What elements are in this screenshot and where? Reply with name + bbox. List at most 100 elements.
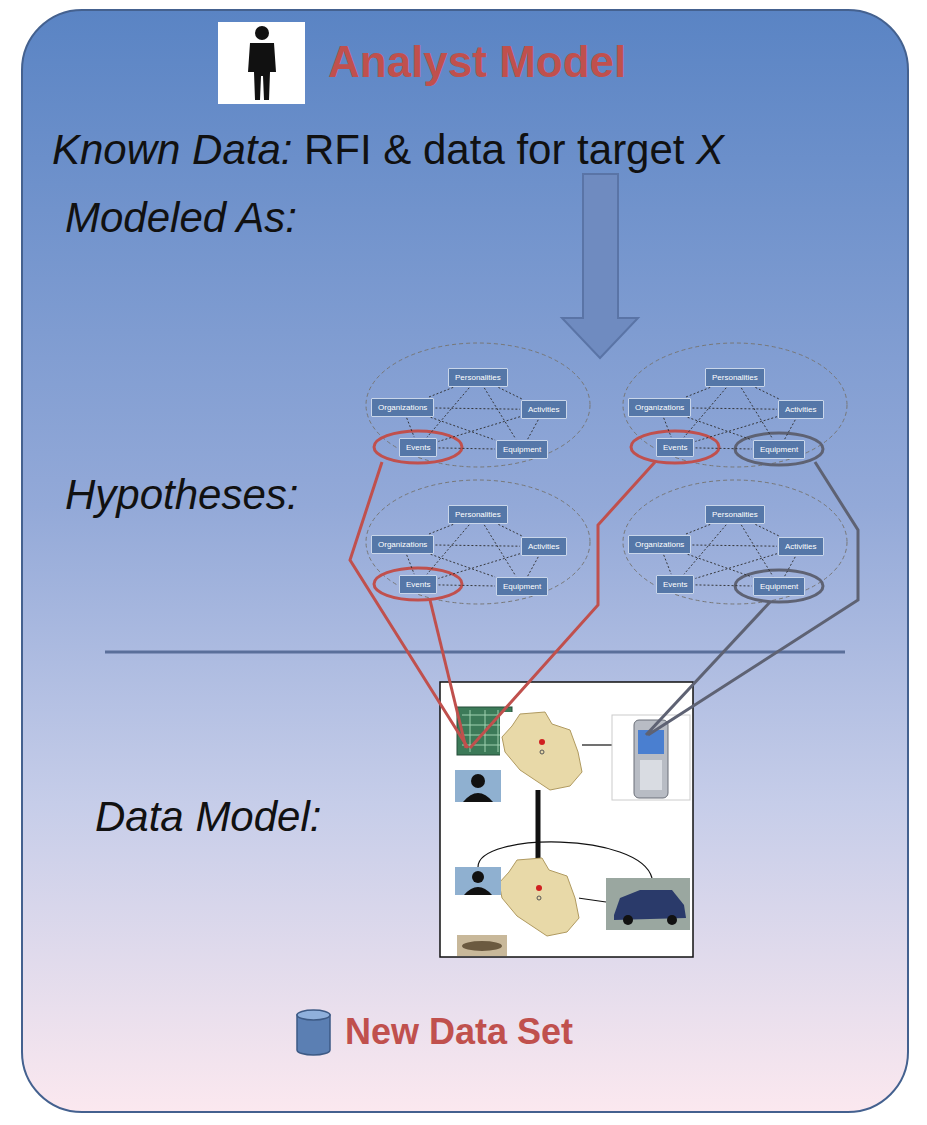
relation-line xyxy=(696,585,753,586)
row-label-wrap: Known Data: xyxy=(52,126,292,174)
data-link-thick xyxy=(536,790,541,858)
relation-line xyxy=(684,524,710,534)
graph-outline xyxy=(366,480,590,604)
silhouette-body xyxy=(463,793,493,802)
entity-box: Equipment xyxy=(496,440,548,459)
entity-label: Organizations xyxy=(635,539,684,550)
entity-box: Personalities xyxy=(705,368,765,387)
relation-line xyxy=(741,525,773,576)
dataset-label: New Data Set xyxy=(345,1011,573,1052)
entity-label: Events xyxy=(406,442,430,453)
entity-box: Organizations xyxy=(628,398,691,417)
data-link xyxy=(580,744,612,745)
relation-line xyxy=(692,545,777,546)
row-label-wrap: Data Model: xyxy=(95,793,321,841)
relation-line xyxy=(407,418,415,437)
car-image xyxy=(606,878,690,930)
map-image xyxy=(497,858,579,936)
relation-line xyxy=(484,525,516,576)
data-link xyxy=(578,898,606,902)
row-label-wrap: Modeled As: xyxy=(65,194,297,242)
entity-label: Activities xyxy=(785,541,817,552)
relation-line xyxy=(484,388,516,439)
entity-box: Events xyxy=(656,438,694,457)
entity-label: Activities xyxy=(528,541,560,552)
relation-line xyxy=(696,448,753,449)
relation-line xyxy=(688,554,753,577)
silhouette-head xyxy=(472,871,484,883)
mapping-line xyxy=(648,462,858,735)
entity-label: Events xyxy=(663,442,687,453)
relation-line xyxy=(664,418,672,437)
mapping-line xyxy=(430,600,466,748)
map-marker xyxy=(536,885,542,891)
person-icon xyxy=(248,26,276,100)
relation-line xyxy=(407,555,415,574)
car-wheel xyxy=(623,915,633,925)
relation-line xyxy=(755,524,780,536)
relation-line xyxy=(664,555,672,574)
relation-line xyxy=(695,554,777,579)
shell-body xyxy=(462,941,502,951)
relation-line xyxy=(688,417,753,440)
highlight-ring xyxy=(631,431,719,463)
panel-background xyxy=(22,10,908,1112)
shell-ground xyxy=(457,935,507,956)
photo-ground xyxy=(455,867,501,895)
shell-image xyxy=(457,935,507,956)
entity-label: Events xyxy=(663,579,687,590)
target-variable: X xyxy=(696,126,724,174)
mapping-line xyxy=(646,602,770,735)
entity-box: Organizations xyxy=(371,398,434,417)
relation-line xyxy=(498,387,523,399)
entity-box: Personalities xyxy=(448,505,508,524)
graph-outline xyxy=(366,343,590,467)
entity-label: Activities xyxy=(528,404,560,415)
person-photo xyxy=(455,867,501,895)
relation-line xyxy=(684,387,710,397)
entity-box: Events xyxy=(656,575,694,594)
entity-box: Personalities xyxy=(448,368,508,387)
entity-box: Equipment xyxy=(496,577,548,596)
entity-label: Equipment xyxy=(503,444,541,455)
entity-box: Events xyxy=(399,575,437,594)
entity-label: Organizations xyxy=(378,539,427,550)
relation-line xyxy=(695,417,777,442)
divider-rule xyxy=(105,651,845,654)
relation-line xyxy=(498,524,523,536)
relation-line xyxy=(435,545,520,546)
entity-label: Activities xyxy=(785,404,817,415)
entity-box: Organizations xyxy=(628,535,691,554)
relation-line xyxy=(439,585,496,586)
entity-box: Equipment xyxy=(753,440,805,459)
map-marker xyxy=(540,750,544,754)
entity-label: Organizations xyxy=(635,402,684,413)
photo-ground xyxy=(455,770,501,802)
car-body xyxy=(614,890,686,920)
person-body xyxy=(248,43,276,100)
entity-label: Equipment xyxy=(503,581,541,592)
relation-line xyxy=(438,554,520,579)
row-label: Data Model: xyxy=(95,793,321,841)
entity-box: Organizations xyxy=(371,535,434,554)
entity-label: Equipment xyxy=(760,581,798,592)
person-head xyxy=(255,26,269,40)
map-image xyxy=(500,712,582,790)
map-marker xyxy=(539,739,545,745)
relation-line xyxy=(435,408,520,409)
map-shape xyxy=(499,858,579,936)
entity-box: Activities xyxy=(521,537,567,556)
relation-line xyxy=(528,420,539,439)
highlight-ring xyxy=(374,568,462,600)
map-ground xyxy=(497,858,579,936)
target-variable-wrap: X xyxy=(696,126,724,174)
entity-label: Personalities xyxy=(455,372,501,383)
car-ground xyxy=(606,878,690,930)
entity-label: Events xyxy=(406,579,430,590)
down-arrow xyxy=(562,174,638,358)
relation-line xyxy=(438,417,520,442)
relation-line xyxy=(692,408,777,409)
dataset-label-wrap: New Data Set xyxy=(345,1011,573,1052)
entity-box: Activities xyxy=(778,537,824,556)
